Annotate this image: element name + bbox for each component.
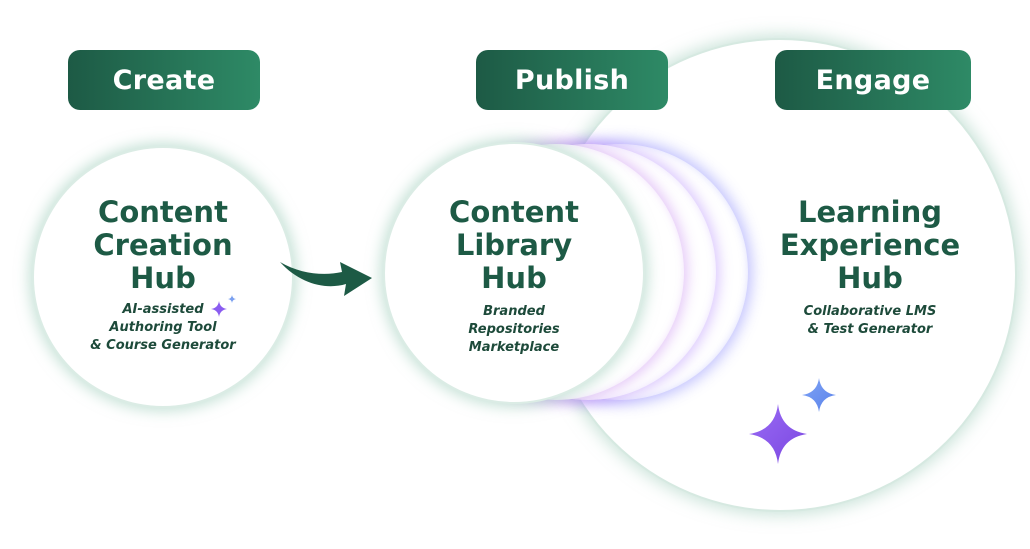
title-line: Hub xyxy=(837,261,903,295)
content-creation-hub-circle xyxy=(34,148,292,406)
learning-experience-hub-subtitle: Collaborative LMS & Test Generator xyxy=(745,303,995,339)
content-library-hub-subtitle: Branded Repositories Marketplace xyxy=(390,303,638,357)
title-line: Learning xyxy=(797,195,942,229)
subtitle-line: Repositories xyxy=(468,322,560,337)
content-library-hub-circle xyxy=(385,144,643,402)
title-line: Library xyxy=(455,228,573,262)
subtitle-line: Authoring Tool xyxy=(109,320,217,335)
engage-stage-label: Engage xyxy=(775,50,971,110)
sparkle-icon xyxy=(749,378,836,464)
title-line: Content xyxy=(98,195,228,229)
subtitle-line: Marketplace xyxy=(468,340,560,355)
subtitle-line: & Course Generator xyxy=(90,338,236,353)
title-line: Hub xyxy=(130,261,196,295)
content-library-hub-title: Content Library Hub xyxy=(390,196,638,295)
subtitle-line: Collaborative LMS xyxy=(803,304,937,319)
publish-stage-label: Publish xyxy=(476,50,668,110)
sparkle-icon xyxy=(211,295,236,317)
content-creation-hub-title: Content Creation Hub xyxy=(40,196,286,295)
subtitle-line: AI-assisted xyxy=(122,302,204,317)
content-creation-hub-subtitle: AI-assisted Authoring Tool & Course Gene… xyxy=(40,301,286,355)
learning-experience-hub-title: Learning Experience Hub xyxy=(745,196,995,295)
title-line: Experience xyxy=(779,228,961,262)
create-stage-label: Create xyxy=(68,50,260,110)
title-line: Hub xyxy=(481,261,547,295)
title-line: Content xyxy=(449,195,579,229)
subtitle-line: Branded xyxy=(483,304,545,319)
subtitle-line: & Test Generator xyxy=(807,322,933,337)
title-line: Creation xyxy=(93,228,233,262)
curved-arrow-icon xyxy=(280,262,372,296)
